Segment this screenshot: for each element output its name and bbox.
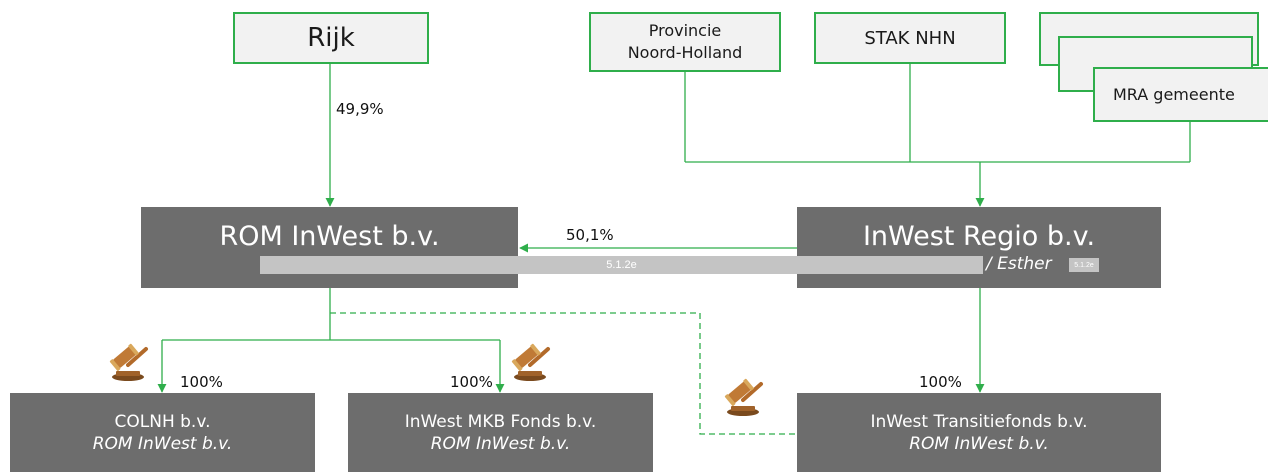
entity-colnh: COLNH b.v. ROM InWest b.v. [10, 393, 315, 472]
box-mra: MRA gemeente [1093, 67, 1268, 122]
regio-suffix-text: / Esther [986, 254, 1052, 274]
entity-mkb-title: InWest MKB Fonds b.v. [404, 411, 597, 432]
box-provincie: Provincie Noord-Holland [589, 12, 781, 72]
entity-regio-title: InWest Regio b.v. [862, 221, 1096, 252]
gavel-icon [109, 343, 148, 381]
entity-rom-title: ROM InWest b.v. [219, 221, 440, 252]
entity-colnh-title: COLNH b.v. [114, 411, 211, 432]
box-rijk-label: Rijk [307, 23, 355, 53]
redaction-small-label: 5.1.2e [1074, 261, 1094, 269]
box-provincie-label: Provincie Noord-Holland [627, 21, 743, 62]
gavel-icon [724, 378, 763, 416]
pct-transitie: 100% [919, 373, 962, 391]
redaction-small: 5.1.2e [1069, 258, 1099, 272]
pct-colnh: 100% [180, 373, 223, 391]
pct-regio-rom: 50,1% [566, 226, 614, 244]
entity-rom-inwest: ROM InWest b.v. [141, 207, 518, 288]
redaction-bar-label: 5.1.2e [606, 259, 637, 271]
pct-rijk-rom: 49,9% [336, 100, 384, 118]
entity-colnh-sub: ROM InWest b.v. [92, 433, 233, 454]
gavel-icon [511, 343, 550, 381]
entity-mkb-sub: ROM InWest b.v. [430, 433, 571, 454]
entity-transitiefonds: InWest Transitiefonds b.v. ROM InWest b.… [797, 393, 1161, 472]
entity-mkb-fonds: InWest MKB Fonds b.v. ROM InWest b.v. [348, 393, 653, 472]
entity-transitie-title: InWest Transitiefonds b.v. [870, 411, 1088, 432]
box-rijk: Rijk [233, 12, 429, 64]
line-rom-transitie-dashed [330, 312, 797, 435]
box-stak: STAK NHN [814, 12, 1006, 64]
box-mra-label: MRA gemeente [1113, 85, 1235, 104]
regio-suffix: / Esther [986, 254, 1052, 274]
entity-inwest-regio: InWest Regio b.v. [797, 207, 1161, 288]
redaction-bar: 5.1.2e [260, 256, 983, 274]
pct-mkb: 100% [450, 373, 493, 391]
entity-transitie-sub: ROM InWest b.v. [909, 433, 1049, 454]
box-stak-label: STAK NHN [864, 27, 956, 49]
